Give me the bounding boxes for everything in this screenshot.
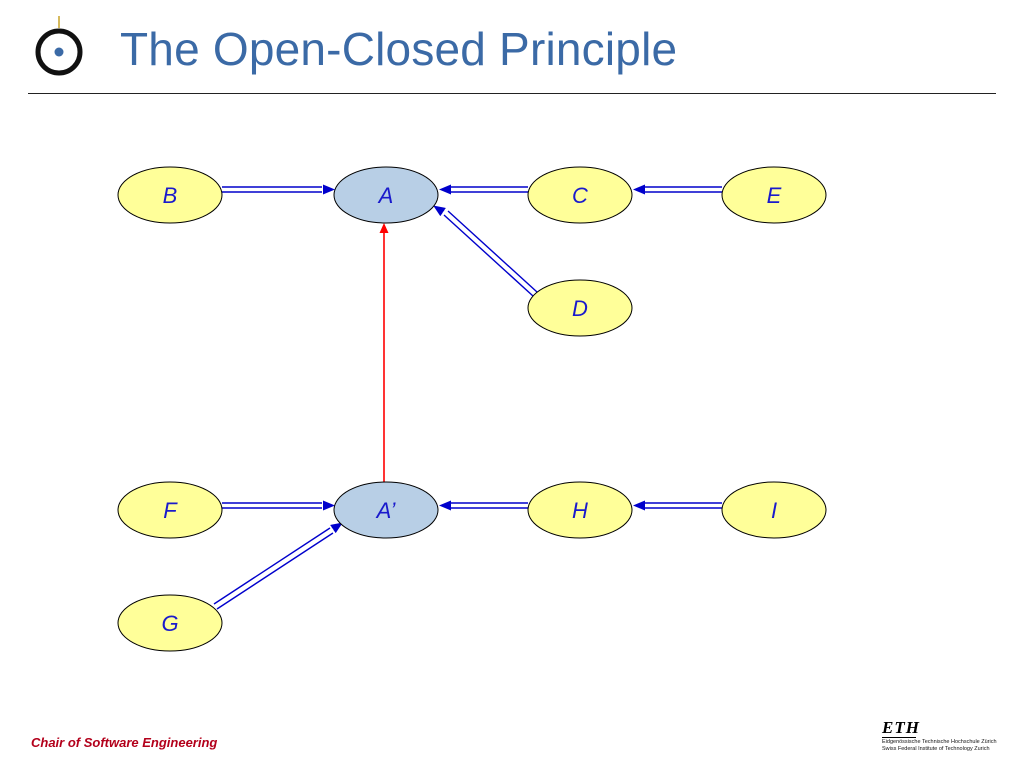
arrow-g-to-a2: [213, 522, 343, 610]
node-label: H: [572, 498, 588, 523]
title-divider: [28, 93, 996, 94]
arrow-b-to-a: [222, 184, 335, 195]
node-a: A: [333, 166, 439, 224]
node-label: E: [767, 183, 782, 208]
arrow-h-to-a2: [439, 500, 528, 511]
node-label: D: [572, 296, 588, 321]
node-label: G: [161, 611, 178, 636]
node-f: F: [117, 481, 223, 539]
node-label: C: [572, 183, 588, 208]
node-a-prime: A’: [333, 481, 439, 539]
eth-underline: [882, 737, 916, 738]
node-label: A: [377, 183, 394, 208]
arrow-d-to-a: [433, 205, 538, 297]
slide-title: The Open-Closed Principle: [120, 23, 678, 75]
node-label: F: [163, 498, 178, 523]
node-i: I: [721, 481, 827, 539]
arrow-c-to-a: [439, 184, 528, 195]
eth-name-english: Swiss Federal Institute of Technology Zu…: [882, 746, 990, 752]
eth-logo: ETH Eidgenössische Technische Hochschule…: [880, 718, 1000, 754]
node-label: B: [163, 183, 178, 208]
chair-logo-icon: [35, 16, 83, 76]
node-label: A’: [375, 498, 397, 523]
node-b: B: [117, 166, 223, 224]
footer-chair-name: Chair of Software Engineering: [31, 735, 218, 750]
arrow-i-to-h: [633, 500, 722, 511]
node-e: E: [721, 166, 827, 224]
node-h: H: [527, 481, 633, 539]
node-c: C: [527, 166, 633, 224]
arrow-e-to-c: [633, 184, 722, 195]
arrow-f-to-a2: [222, 500, 335, 511]
node-g: G: [117, 594, 223, 652]
node-d: D: [527, 279, 633, 337]
eth-name-german: Eidgenössische Technische Hochschule Zür…: [882, 739, 997, 745]
eth-wordmark: ETH: [882, 718, 920, 737]
node-label: I: [771, 498, 777, 523]
